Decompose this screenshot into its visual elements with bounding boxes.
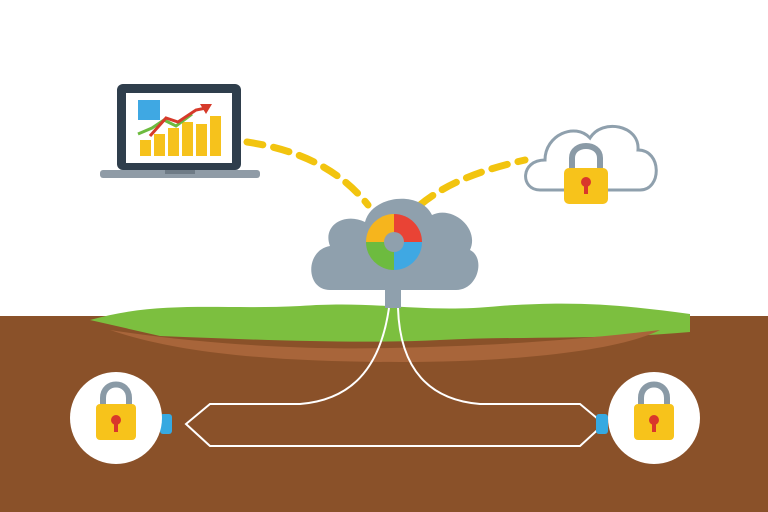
grass bbox=[90, 303, 690, 342]
dashed-link-left bbox=[243, 138, 372, 209]
cloud-padlock-icon bbox=[564, 143, 608, 204]
pie-chart-icon bbox=[366, 214, 422, 270]
left-connector bbox=[160, 414, 172, 434]
chart-legend-square bbox=[138, 100, 160, 120]
padlock-icon bbox=[634, 381, 674, 440]
left-node bbox=[70, 372, 172, 464]
cloud-stem bbox=[385, 290, 401, 308]
underground-cables bbox=[184, 307, 606, 447]
soil-highlight bbox=[110, 330, 660, 362]
padlock-icon bbox=[96, 381, 136, 440]
laptop-chart-icon bbox=[100, 84, 260, 178]
right-node bbox=[596, 372, 700, 464]
locked-cloud-icon bbox=[524, 124, 658, 204]
cloud-pie-chart-icon bbox=[311, 198, 479, 308]
right-connector bbox=[596, 414, 608, 434]
dashed-link-right bbox=[416, 156, 529, 209]
